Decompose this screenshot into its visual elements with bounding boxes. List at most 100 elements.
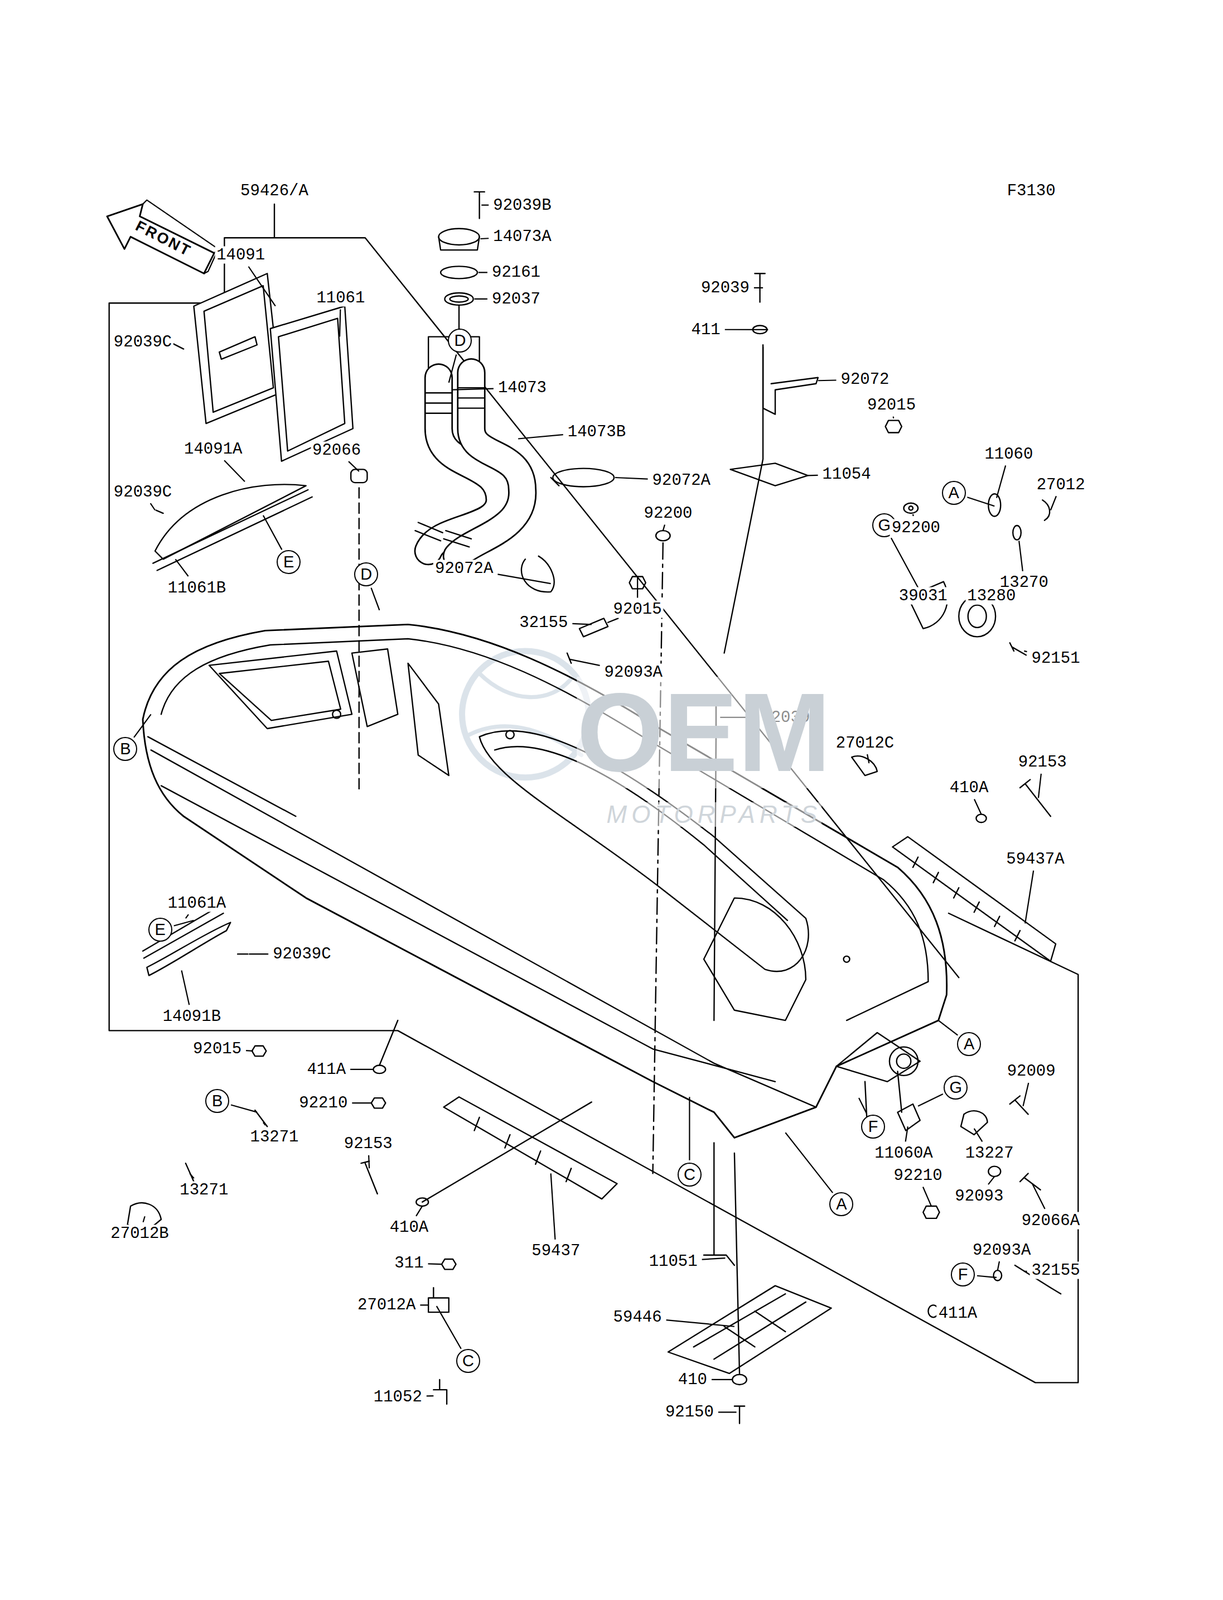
hull-drawing [655,530,671,541]
leader-line [230,1104,258,1112]
part-number: 59437A [1004,850,1066,868]
leader-line [858,1097,867,1114]
reference-circle: D [354,562,379,587]
hull-drawing [142,905,231,975]
leader-line [1018,540,1023,571]
leader-line [922,1186,932,1206]
leader-line [997,1260,1000,1270]
part-number: 11052 [371,1387,424,1405]
reference-letter: B [211,1092,223,1109]
part-number: 410A [948,779,991,797]
hull-drawing [968,605,987,628]
hull-drawing [379,1020,398,1065]
reference-letter: C [683,1166,696,1183]
part-number: 92072A [650,471,713,490]
part-number: 27012B [108,1224,171,1242]
leader-line [150,503,156,510]
hull-drawing [836,1032,921,1123]
leader-line [426,1394,434,1397]
reference-circle: B [113,736,138,761]
hull-drawing [851,755,878,776]
leader-line [724,329,768,331]
hull-drawing [450,295,469,302]
hull-drawing [433,1379,447,1404]
leader-line [419,1303,429,1305]
reference-letter: E [283,553,294,570]
leader-line [974,1128,983,1142]
part-number: 92210 [892,1166,945,1184]
leader-line [350,1068,374,1070]
leader-line [263,515,283,550]
hull-drawing [270,306,354,462]
reference-circle: B [205,1088,230,1113]
part-number: 13280 [965,587,1018,605]
leader-line [550,1172,556,1239]
hull-drawing [440,266,478,279]
part-number: 14073 [496,379,549,397]
reference-letter: B [119,740,131,757]
hull-drawing [703,897,806,1021]
leader-line [248,953,269,955]
hull-drawing [734,1152,745,1424]
reference-letter: C [462,1352,475,1369]
hull-drawing [422,1101,592,1202]
leader-line [938,1020,959,1036]
part-number: 13271 [248,1127,301,1145]
hull-drawing [552,468,615,487]
reference-circle: A [956,1031,981,1056]
leader-line [572,623,592,625]
hull-drawing [373,1065,386,1074]
leader-line [474,298,487,300]
part-number: 92015 [865,396,918,414]
leader-line [912,514,915,516]
leader-line [905,1125,908,1142]
part-number: 59446 [611,1308,664,1326]
hull-drawing [107,204,215,274]
leader-line [1025,870,1034,924]
hull-drawing [127,1109,268,1235]
part-number: 27012 [1035,475,1087,493]
part-number: 92066A [1020,1211,1082,1229]
part-number: 92200 [641,504,694,522]
leader-line [666,1319,735,1327]
hull-drawing [456,372,522,557]
leader-line [416,1205,423,1216]
leader-line [181,969,190,1005]
leader-line [143,1215,145,1222]
leader-line [988,1176,995,1184]
part-number: 92072 [838,370,891,389]
hull-drawing [142,624,947,1138]
part-number: 92150 [663,1403,716,1421]
part-number: 92066 [310,441,363,459]
leader-line [478,271,488,273]
leader-line [974,799,981,815]
hull-drawing [441,1258,457,1269]
watermark: OEM [576,676,831,789]
leader-line [480,237,489,240]
hull-drawing [109,204,1079,1383]
leader-line [808,474,819,477]
hull-drawing [889,1046,918,1076]
hull-drawing [505,730,515,739]
part-number: 92072A [433,559,495,577]
reference-circle: A [829,1191,854,1216]
leader-line [497,573,551,584]
hull-drawing [703,1142,735,1265]
hull-drawing [885,420,902,433]
hull-drawing [909,505,913,510]
leader-line [867,753,869,763]
hull-drawing [904,503,919,514]
hull-drawing [443,1096,618,1199]
leader-line [436,1305,462,1349]
reference-letter: G [877,516,891,534]
leader-line [368,1154,370,1168]
leader-line [248,266,276,307]
reference-circle: C [677,1162,702,1187]
hull-drawing [209,650,352,729]
part-number: 11054 [820,465,873,483]
part-number: 92153 [342,1134,395,1153]
part-number: 92039C [112,332,174,351]
hull-drawing [371,1097,386,1108]
leader-line [753,287,763,289]
